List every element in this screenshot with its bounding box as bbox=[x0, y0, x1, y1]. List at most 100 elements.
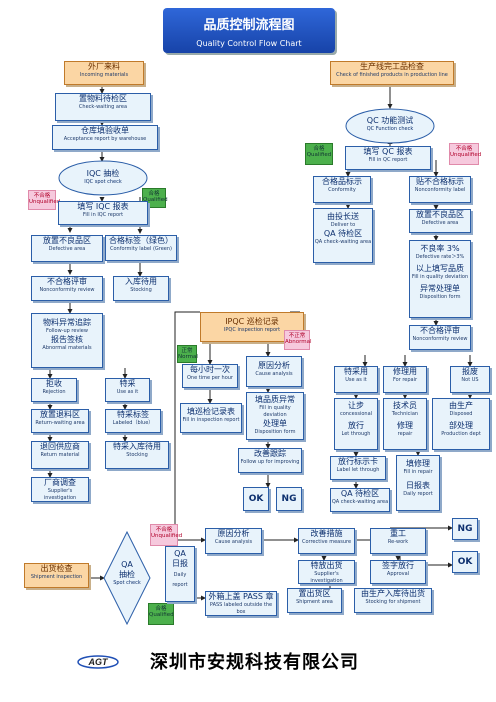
incoming-en: Incoming materials bbox=[79, 72, 129, 78]
follow-en: Follow up for improving bbox=[240, 459, 300, 465]
nonconform-label-en: Nonconformity label bbox=[414, 187, 466, 193]
return-supplier-zh: 退回供应商 bbox=[40, 442, 80, 451]
use-spec-zh: 特采用 bbox=[344, 367, 368, 376]
shipment-area-box: 置出货区 Shipment area bbox=[287, 588, 342, 613]
trace-zh: 物料异常追踪 bbox=[43, 318, 91, 327]
finished-zh: 生产线完工品检查 bbox=[360, 62, 424, 71]
cause-zh: 原因分析 bbox=[258, 361, 290, 370]
finished-product-box: 生产线完工品检查 Check of finished products in p… bbox=[330, 61, 454, 85]
qa-report-zh2: 日报 bbox=[172, 559, 188, 568]
iqc-zh: IQC 抽检 bbox=[86, 169, 120, 178]
rework-box: 重工 Re-work bbox=[370, 528, 426, 554]
cause-en: Cause analysis bbox=[255, 371, 293, 377]
corrective-zh: 改善措施 bbox=[310, 529, 343, 538]
rejection-box: 拒收 Rejection bbox=[31, 378, 77, 402]
to-test-en: Deliver to bbox=[330, 222, 356, 228]
waiting-en: Check-waiting area bbox=[78, 104, 128, 110]
special-label-zh: 特采标签 bbox=[117, 410, 149, 419]
acceptance-zh: 仓库填验收单 bbox=[81, 126, 129, 135]
concession-box: 让步 concessional 放行 Let through bbox=[334, 398, 378, 450]
tech-zh2: 修理 bbox=[397, 421, 413, 430]
special-shipment-box: 特放出货 Supplier's investigation bbox=[298, 560, 355, 584]
defect-rate-zh: 不良率 3% bbox=[420, 244, 460, 253]
ipqc-record-box: IPQC 巡检记录 IPQC inspection report bbox=[200, 312, 304, 342]
repair-box: 修理用 For repair bbox=[383, 366, 427, 393]
concession-zh: 让步 bbox=[348, 401, 364, 410]
nc-review-box-right: 不合格评审 Nonconformity review bbox=[409, 325, 471, 350]
defect-area-zh: 放置不良品区 bbox=[416, 210, 464, 219]
conformity-mark-box: 合格品标示 Conformity bbox=[313, 176, 371, 203]
hourly-zh: 每小时一次 bbox=[190, 365, 230, 374]
conform-label-zh: 合格品标示 bbox=[322, 177, 362, 186]
pass-stamp-zh: 外箱上盖 PASS 章 bbox=[208, 592, 274, 601]
sign-release-box: 签字放行 Approval bbox=[370, 560, 426, 584]
check-waiting-box: 置物料待检区 Check-waiting area bbox=[55, 93, 151, 121]
prod-dept-zh2: 部处理 bbox=[449, 421, 473, 430]
rejection-zh: 拒收 bbox=[46, 379, 62, 388]
sign-release-en: Approval bbox=[386, 571, 410, 577]
defective-zh: 放置不良品区 bbox=[43, 236, 91, 245]
cause-analysis-bottom: 原因分析 Cause analysis bbox=[205, 528, 262, 554]
fill-qc-en: Fill in QC report bbox=[368, 157, 408, 163]
special-label-box: 特采标签 Labeled（blue） bbox=[105, 409, 161, 433]
concession-zh2: 放行 bbox=[348, 421, 364, 430]
deviation-zh2: 处理单 bbox=[263, 419, 287, 428]
special-stock-box: 特采入库待用 Stocking bbox=[105, 441, 169, 469]
return-supplier-box: 退回供应商 Return material bbox=[31, 441, 89, 469]
fill-repair-en2: Daily report bbox=[403, 491, 433, 497]
qc-function-diamond bbox=[345, 108, 435, 144]
fill-repair-en: Fill in repair bbox=[403, 469, 433, 475]
conformity-zh: 合格标签（绿色） bbox=[109, 236, 173, 245]
deviation-form-box: 填品质异常 Fill in quality deviation 处理单 Disp… bbox=[246, 392, 304, 440]
defect-area-box-right: 放置不良品区 Defective area bbox=[409, 209, 471, 233]
company-logo: AGT bbox=[77, 655, 119, 669]
to-test-en2: QA check-waiting area bbox=[314, 239, 372, 245]
special-ship-en: Supplier's investigation bbox=[310, 571, 343, 584]
ipqc-ok: OK bbox=[243, 487, 269, 511]
qa-spot-en: Spot check bbox=[113, 580, 141, 586]
qa-area-zh: QA 待检区 bbox=[340, 489, 380, 498]
cause-analysis-box: 原因分析 Cause analysis bbox=[246, 356, 302, 387]
fill-inspect-zh: 填巡检记录表 bbox=[187, 407, 235, 416]
special-stock-en: Stocking bbox=[126, 452, 148, 458]
fill-qc-box: 填写 QC 报表 Fill in QC report bbox=[345, 146, 431, 170]
concession-en: concessional bbox=[339, 411, 373, 417]
special-stock-zh: 特采入库待用 bbox=[113, 442, 161, 451]
qa-area-en: QA check-waiting area bbox=[331, 499, 389, 505]
hourly-box: 每小时一次 One time per hour bbox=[182, 364, 238, 388]
deviation-en: Fill in quality deviation bbox=[259, 405, 291, 418]
nonconformity-label-box: 贴不合格标示 Nonconformity label bbox=[409, 176, 471, 203]
ship-area-zh: 置出货区 bbox=[298, 589, 331, 598]
fill-repair-box: 填修理 Fill in repair 日报表 Daily report bbox=[396, 455, 440, 511]
iqc-en: IQC spot check bbox=[84, 179, 122, 185]
rework-en: Re-work bbox=[387, 539, 409, 545]
fill-repair-zh2: 日报表 bbox=[406, 481, 430, 490]
prod-dept-en: Disposed bbox=[449, 411, 473, 417]
rework-zh: 重工 bbox=[390, 529, 406, 538]
supplier-inv-zh: 厂商调查 bbox=[44, 478, 76, 487]
iqc-decision-text: IQC 抽检 IQC spot check bbox=[57, 168, 149, 185]
pass-stamp-en: PASS labeled outside the box bbox=[209, 602, 273, 615]
chart-title-banner: 品质控制流程图 Quality Control Flow Chart bbox=[163, 8, 335, 53]
corrective-en: Corrective measure bbox=[301, 539, 352, 545]
ncr-en: Nonconformity review bbox=[39, 287, 95, 293]
scrap-en: Not US bbox=[461, 377, 479, 383]
stock-shipment-box: 由生产入库待出货 Stocking for shipment bbox=[354, 588, 432, 613]
qa-spot-zh: QA bbox=[121, 560, 133, 569]
fill-iqc-zh: 填写 IQC 报表 bbox=[77, 202, 129, 211]
ipqc-zh: IPQC 巡检记录 bbox=[225, 317, 279, 326]
production-dept-box: 由生产 Disposed 部处理 Production dept bbox=[432, 398, 490, 450]
scrap-zh: 报废 bbox=[462, 367, 478, 376]
stocking-box: 入库待用 Stocking bbox=[113, 276, 169, 301]
repair-en: For repair bbox=[392, 377, 418, 383]
fill-inspection-box: 填巡检记录表 Fill in inspection report bbox=[180, 403, 242, 433]
to-test-zh2: QA 待检区 bbox=[323, 229, 363, 238]
prod-dept-en2: Production dept bbox=[441, 431, 481, 437]
defective-en: Defective area bbox=[48, 246, 86, 252]
tech-zh: 技术员 bbox=[393, 401, 417, 410]
